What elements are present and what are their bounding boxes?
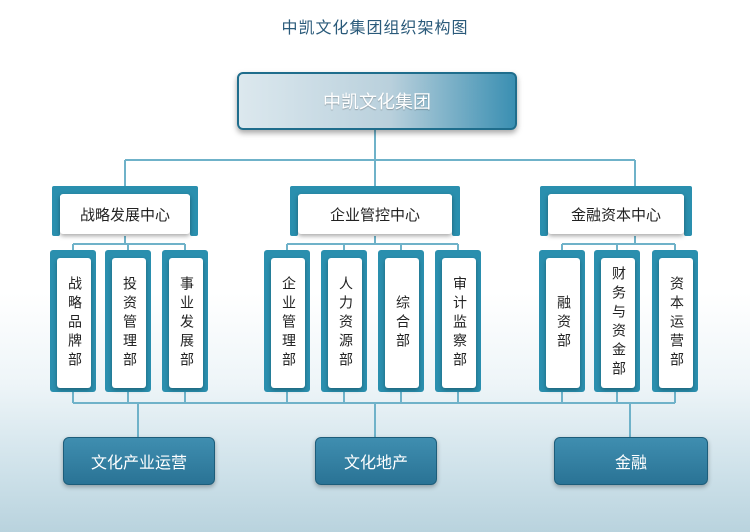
business-finance: 金融 [554,437,708,485]
dept-capital-ops: 资本运营部 [652,250,698,392]
business-culture-ops: 文化产业运营 [63,437,215,485]
dept-strategy-brand: 战略品牌部 [50,250,96,392]
dept-enterprise-mgmt: 企业管理部 [264,250,310,392]
dept-label: 综合部 [394,294,410,352]
dept-financing: 融资部 [539,250,585,392]
dept-label: 企业管理部 [280,275,296,371]
root-node: 中凯文化集团 [237,72,517,130]
dept-hr: 人力资源部 [321,250,367,392]
dept-label: 审计监察部 [451,275,467,371]
dept-label: 融资部 [555,294,571,352]
dept-label: 人力资源部 [337,275,353,371]
center-label: 金融资本中心 [548,194,684,234]
center-management: 企业管控中心 [290,186,460,236]
business-culture-realestate: 文化地产 [315,437,437,485]
diagram-title: 中凯文化集团组织架构图 [281,18,469,37]
center-label: 企业管控中心 [298,194,452,234]
dept-audit: 审计监察部 [435,250,481,392]
dept-label: 投资管理部 [121,275,137,371]
dept-label: 战略品牌部 [66,275,82,371]
center-label: 战略发展中心 [60,194,190,234]
center-strategy: 战略发展中心 [52,186,198,236]
center-finance: 金融资本中心 [540,186,692,236]
dept-label: 事业发展部 [178,275,194,371]
dept-investment: 投资管理部 [105,250,151,392]
dept-finance-funds: 财务与资金部 [594,250,640,392]
dept-label: 财务与资金部 [610,266,626,380]
dept-general: 综合部 [378,250,424,392]
dept-label: 资本运营部 [668,275,684,371]
dept-business-dev: 事业发展部 [162,250,208,392]
